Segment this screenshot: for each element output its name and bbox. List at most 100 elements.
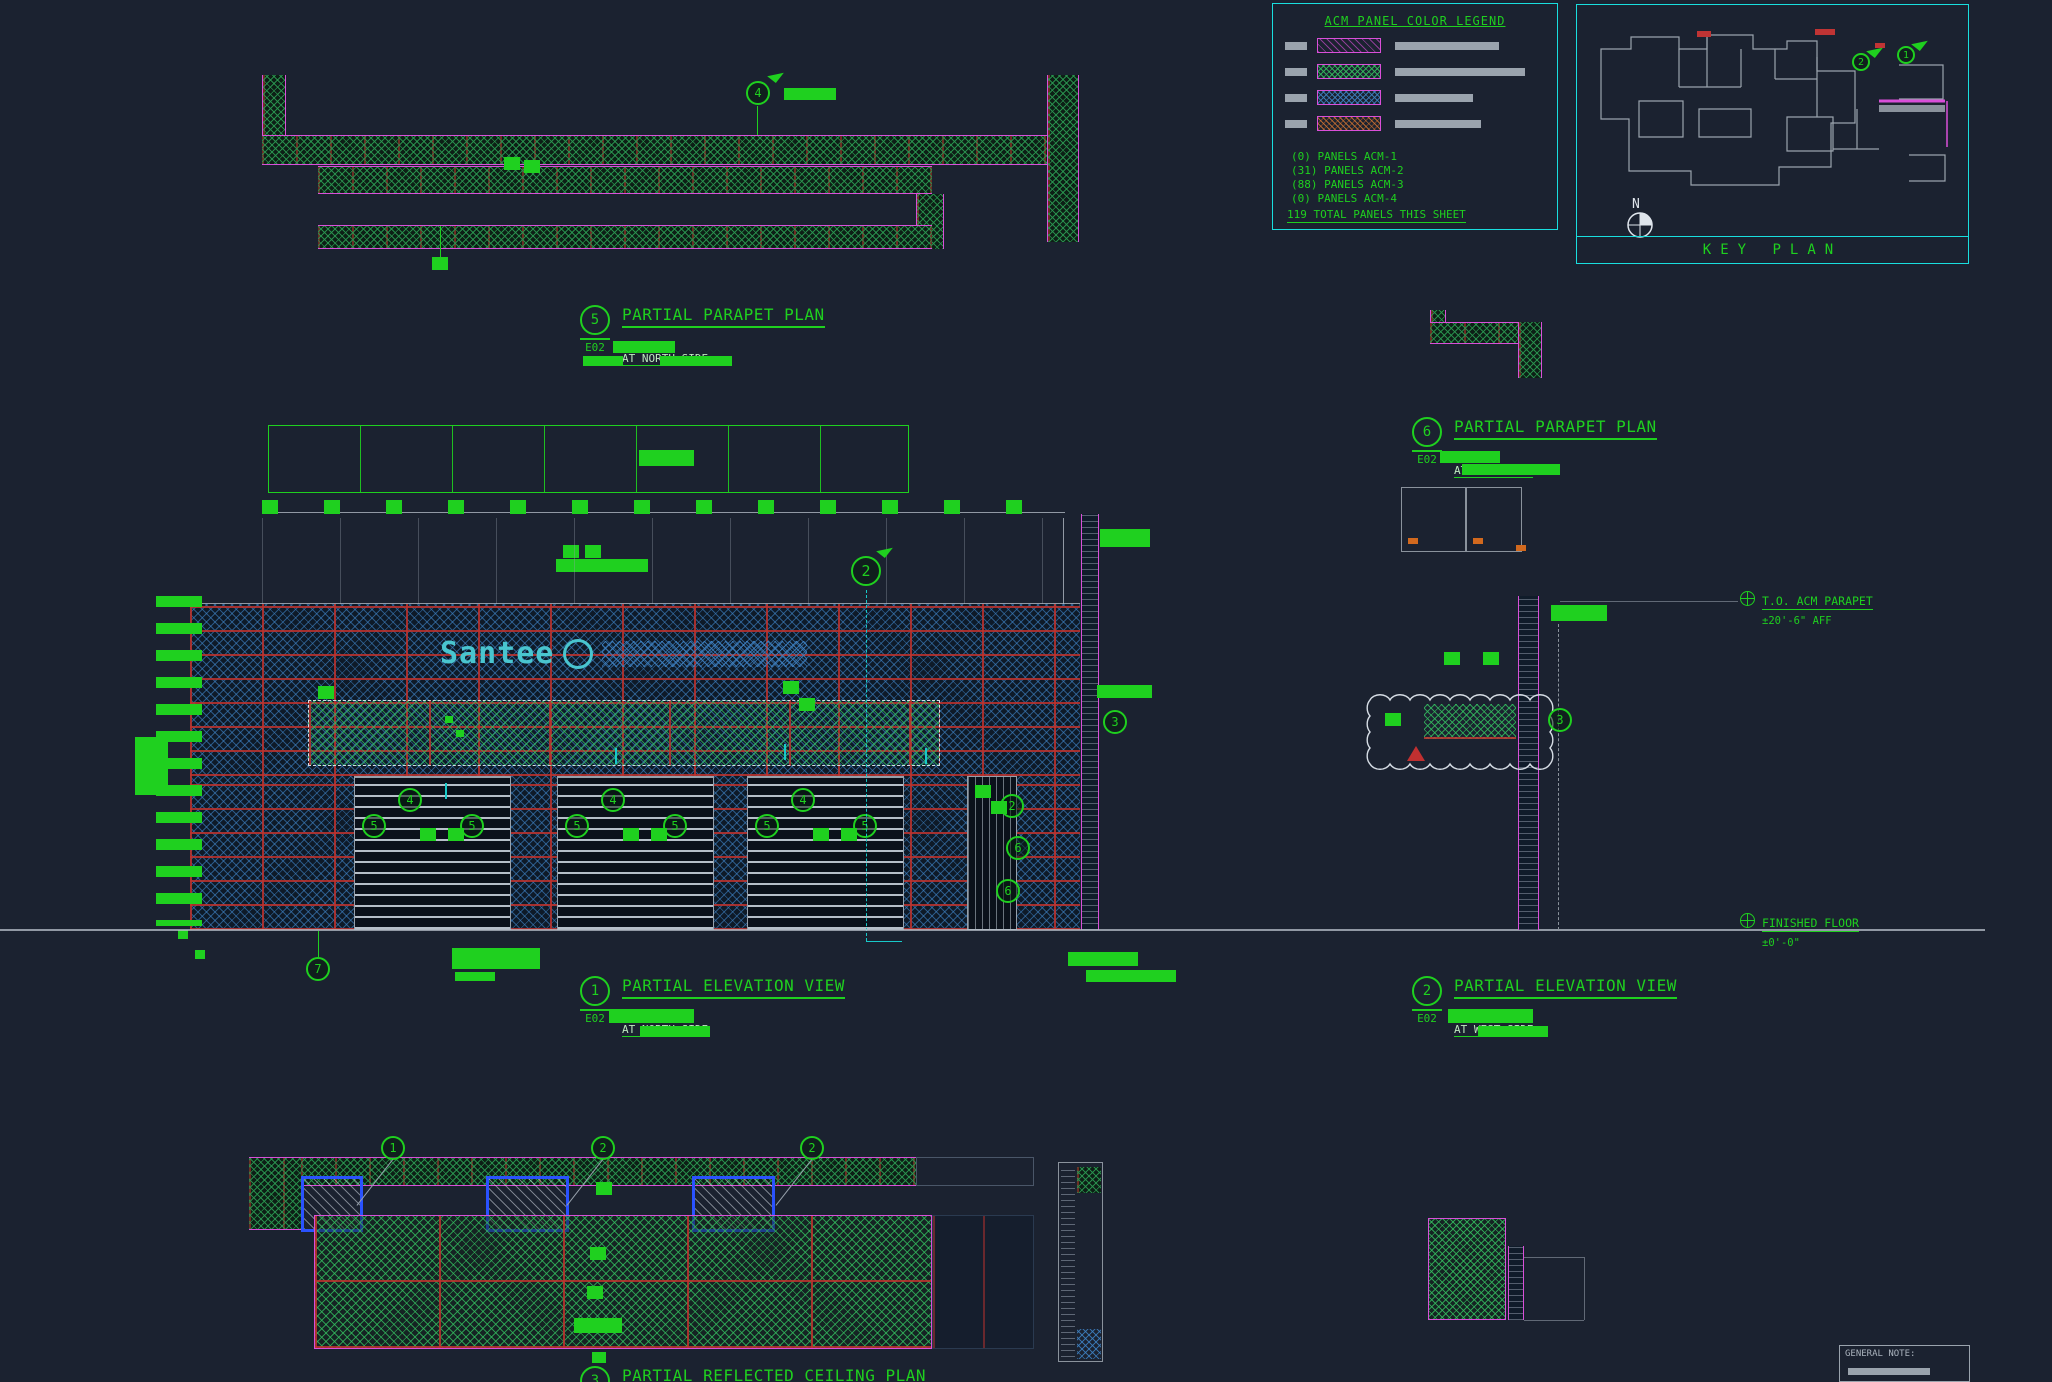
- parapet-wall-segment: [318, 225, 932, 249]
- view-title-text: PARTIAL PARAPET PLAN: [622, 305, 825, 328]
- keynote-tag: [445, 716, 453, 723]
- datum-target-icon: [1740, 913, 1755, 928]
- legend-chip: [1285, 42, 1307, 50]
- legend-title: ACM PANEL COLOR LEGEND: [1324, 14, 1506, 28]
- keynote-marker: 2: [1000, 794, 1024, 818]
- acm-color-legend: ACM PANEL COLOR LEGEND (0) PANELS ACM-1 …: [1272, 3, 1558, 230]
- annotation-text-block: [639, 450, 694, 466]
- annotation-text-block: [1068, 952, 1138, 966]
- annotation-text-block: [613, 341, 675, 353]
- acm4-swatch: [1317, 116, 1381, 131]
- annotation-text-block: [640, 1026, 710, 1037]
- keynote-tag: [1385, 713, 1401, 726]
- annotation-text-block: [455, 972, 495, 981]
- acm2-swatch: [1317, 64, 1381, 79]
- soffit-detail-strip: [1508, 1246, 1524, 1320]
- datum-leader-line: [1560, 601, 1738, 602]
- keynote-tag: [841, 828, 857, 841]
- annotation-text-block: [1551, 605, 1607, 621]
- detail-marker: 3: [1103, 710, 1127, 734]
- rcp-strip-extension: [916, 1157, 1034, 1186]
- parapet-wall-segment: [262, 135, 1074, 165]
- annotation-text-block: [583, 356, 623, 366]
- keynote-tag: [596, 1182, 612, 1195]
- annotation-text-block: [1462, 464, 1560, 475]
- view-title-1: 1 E02 PARTIAL ELEVATION VIEW AT NORTH SI…: [580, 976, 845, 1037]
- count-acm3: (88) PANELS ACM-3: [1291, 178, 1404, 191]
- keynote-marker: 4: [601, 788, 625, 812]
- legend-label-bar: [1395, 42, 1499, 50]
- detail-marker: 4: [746, 81, 770, 105]
- mullion-hatch: [1061, 1165, 1075, 1357]
- datum-elevation: ±20'-6" AFF: [1762, 615, 1832, 627]
- keynote-tag: [448, 828, 464, 841]
- keynote-tag: [504, 157, 520, 170]
- parapet-wall-segment: [1518, 322, 1542, 378]
- mullion-blue-hatch: [1077, 1329, 1101, 1359]
- detail-marker: 3: [1548, 708, 1572, 732]
- flag-icon: [767, 65, 784, 84]
- keynote-tag: [592, 1352, 606, 1363]
- legend-label-bar: [1395, 94, 1473, 102]
- north-label: N: [1632, 197, 1640, 212]
- keynote-marker: 6: [996, 879, 1020, 903]
- leader-line: [440, 226, 441, 257]
- detail-tick: [1473, 538, 1483, 544]
- floor-datum: FINISHED FLOOR ±0'-0": [1740, 912, 1859, 950]
- keynote-marker: 4: [791, 788, 815, 812]
- soffit-panel-detail: [1424, 704, 1516, 739]
- keynote-tag: [590, 1247, 606, 1260]
- view-sheet: E02: [580, 338, 610, 355]
- view-title-3: 3 E02 PARTIAL REFLECTED CEILING PLAN: [580, 1366, 926, 1382]
- annotation-text-block: [1100, 529, 1150, 547]
- keynote-marker: 6: [1006, 836, 1030, 860]
- detail-rectangle: [1466, 487, 1522, 552]
- detail-line: [1524, 1257, 1584, 1258]
- view-title-5: 5 E02 PARTIAL PARAPET PLAN AT NORTH SIDE: [580, 305, 825, 366]
- legend-chip: [1285, 68, 1307, 76]
- key-plan-marker: 1: [1897, 46, 1915, 64]
- view-sheet: E02: [1412, 450, 1442, 467]
- annotation-text-block: [452, 948, 540, 969]
- legend-chip: [1285, 94, 1307, 102]
- section-cut-marker: 2: [851, 556, 881, 586]
- view-number: 5: [580, 305, 610, 335]
- view-title-text: PARTIAL ELEVATION VIEW: [622, 976, 845, 999]
- view-title-text: PARTIAL ELEVATION VIEW: [1454, 976, 1677, 999]
- keynote-tag: [456, 730, 464, 737]
- datum-label: T.O. ACM PARAPET: [1762, 594, 1873, 610]
- keynote-marker: 5: [853, 814, 877, 838]
- keynote-marker: 2: [591, 1136, 615, 1160]
- reference-line: [1558, 624, 1559, 930]
- annotation-text-block: [1440, 451, 1500, 463]
- sign-band-panel: [308, 700, 940, 766]
- acm3-swatch: [1317, 90, 1381, 105]
- legend-label-bar: [1395, 120, 1481, 128]
- schedule-strip: [268, 425, 909, 493]
- keynote-tag: [524, 160, 540, 173]
- soffit-detail-panel: [1428, 1218, 1506, 1320]
- general-note-box: GENERAL NOTE:: [1839, 1345, 1970, 1382]
- keynote-tag: [432, 257, 448, 270]
- corner-panel-strip: [1081, 514, 1099, 930]
- keynote-tag: [420, 828, 436, 841]
- overhead-door: [557, 776, 714, 930]
- datum-label: FINISHED FLOOR: [1762, 916, 1859, 932]
- legend-label-bar: [1395, 68, 1525, 76]
- detail-rectangle: [1401, 487, 1466, 552]
- total-panels: 119 TOTAL PANELS THIS SHEET: [1287, 208, 1466, 223]
- keynote-marker: 1: [381, 1136, 405, 1160]
- annotation-text-block: [1086, 970, 1176, 982]
- parapet-wall-segment: [318, 166, 932, 194]
- sign-secondary-text: [602, 640, 808, 667]
- detail-tick: [1516, 545, 1526, 551]
- annotation-text-block: [1097, 685, 1152, 698]
- detail-tick: [1408, 538, 1418, 544]
- annotation-text-block: [784, 88, 836, 100]
- key-plan: 2 1 N KEY PLAN: [1576, 4, 1969, 264]
- view-title-2: 2 E02 PARTIAL ELEVATION VIEW AT WEST SID…: [1412, 976, 1677, 1037]
- keynote-tag: [799, 698, 815, 711]
- joint-tick: [925, 748, 927, 764]
- keynote-marker: 5: [663, 814, 687, 838]
- annotation-text-block: [660, 356, 732, 366]
